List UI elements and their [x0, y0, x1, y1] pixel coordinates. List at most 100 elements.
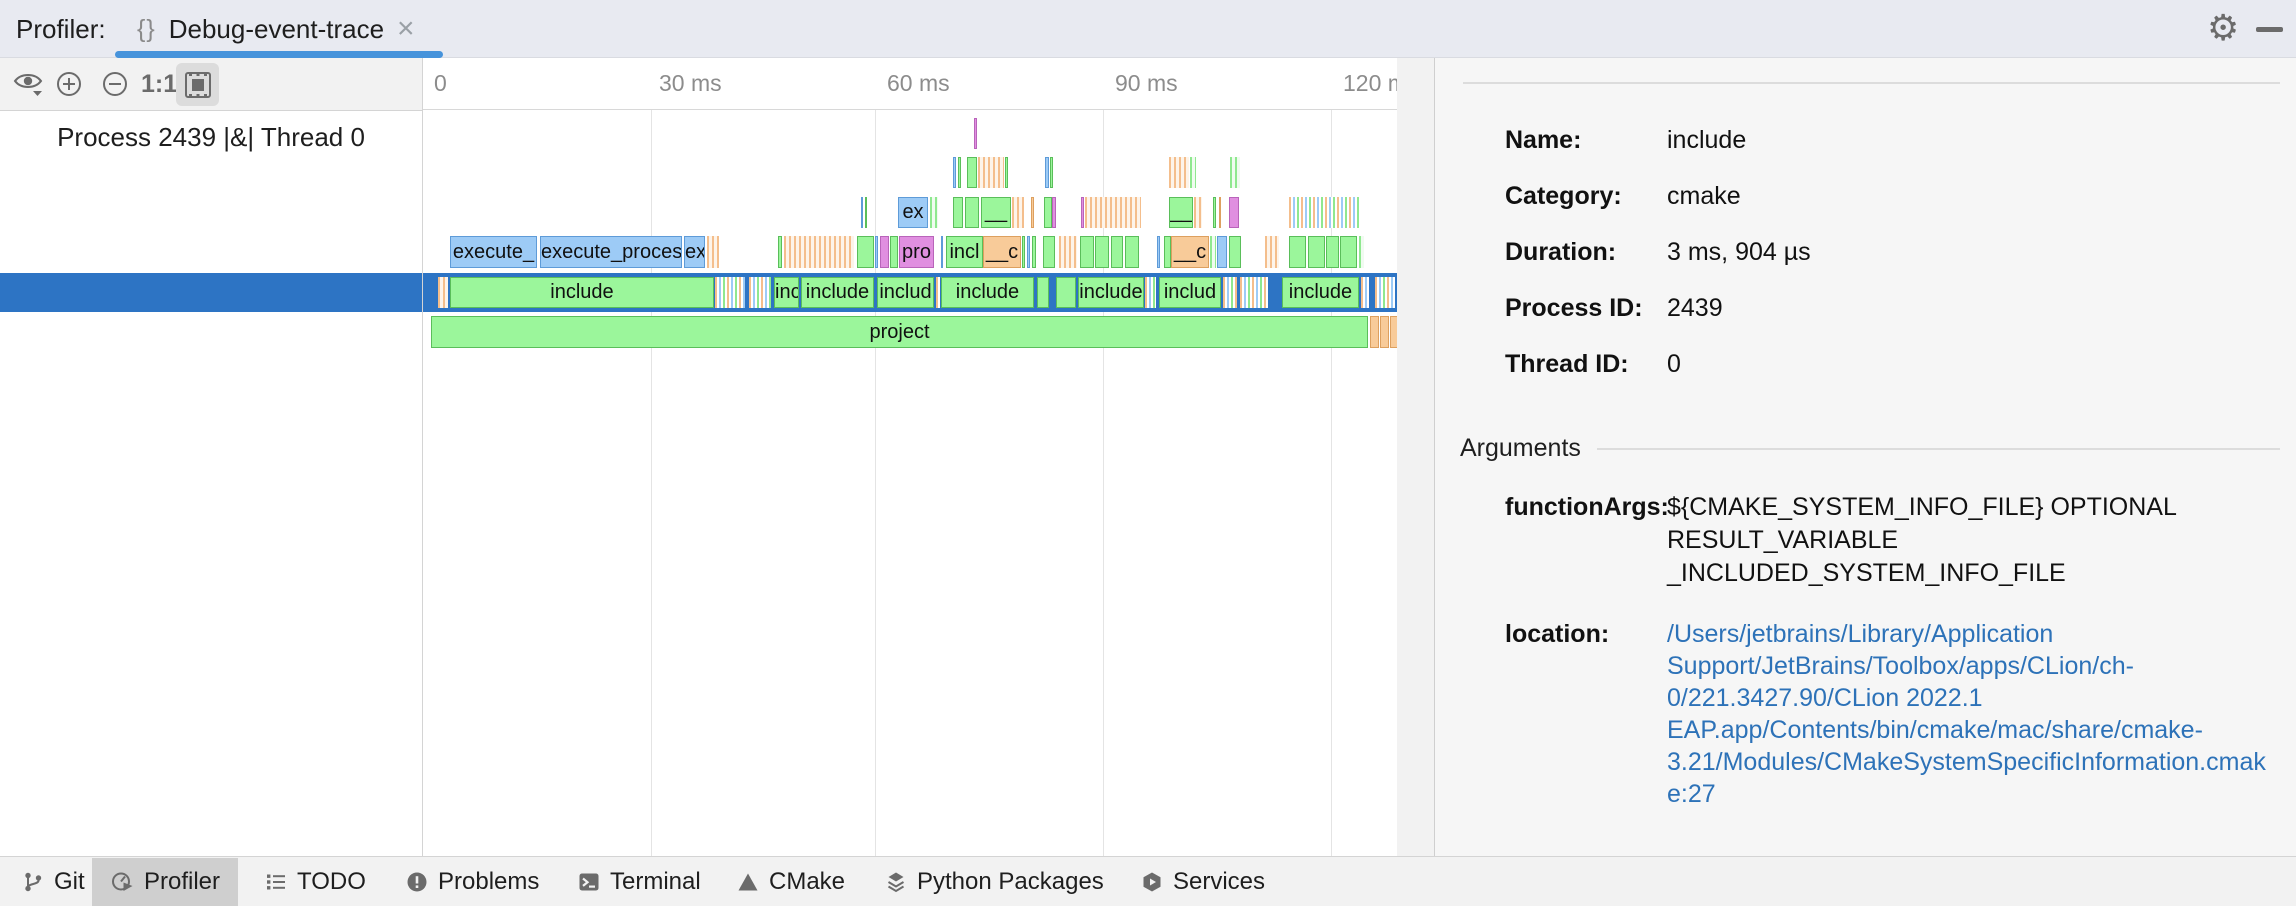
- flame-block-includ[interactable]: includ: [1159, 277, 1221, 308]
- toolwindow-button-profiler[interactable]: Profiler: [92, 858, 239, 906]
- flame-block[interactable]: [1230, 157, 1240, 188]
- flame-block-include[interactable]: include: [1282, 277, 1359, 308]
- flame-block[interactable]: [1289, 236, 1306, 268]
- toolwindow-button-services[interactable]: Services: [1135, 858, 1271, 906]
- flame-block[interactable]: [1169, 157, 1189, 188]
- minimize-icon[interactable]: [2256, 27, 2283, 32]
- toolwindow-button-terminal[interactable]: Terminal: [572, 858, 707, 906]
- zoom-reset-button[interactable]: 1:1: [141, 69, 178, 98]
- flame-block[interactable]: [1340, 236, 1357, 268]
- flame-block[interactable]: [1052, 197, 1056, 228]
- flame-block-pro[interactable]: pro: [899, 236, 934, 268]
- flame-block[interactable]: [1164, 236, 1171, 268]
- flame-block-include[interactable]: include: [801, 277, 874, 308]
- flame-block[interactable]: [930, 197, 938, 228]
- flame-block[interactable]: [1326, 236, 1339, 268]
- toolwindow-button-python-packages[interactable]: Python Packages: [879, 858, 1110, 906]
- flame-block[interactable]: [941, 236, 943, 268]
- flame-block[interactable]: [1012, 197, 1024, 228]
- flame-block[interactable]: [1027, 236, 1030, 268]
- flame-block[interactable]: [715, 277, 745, 308]
- flame-block[interactable]: [1217, 236, 1227, 268]
- flame-block[interactable]: [1265, 236, 1279, 268]
- flame-block[interactable]: [1240, 277, 1268, 308]
- gear-icon[interactable]: ⚙: [2207, 7, 2240, 48]
- flame-block[interactable]: [1308, 236, 1325, 268]
- flame-block-ex[interactable]: ex: [684, 236, 705, 268]
- flame-block[interactable]: [1229, 236, 1241, 268]
- zoom-out-icon[interactable]: [101, 58, 129, 110]
- flame-block[interactable]: [1213, 197, 1216, 228]
- selected-row-highlight[interactable]: [0, 273, 422, 312]
- flame-block[interactable]: [1210, 236, 1216, 268]
- flame-block[interactable]: [1125, 236, 1139, 268]
- flame-block[interactable]: [778, 236, 782, 268]
- flame-block[interactable]: [936, 277, 940, 308]
- flame-block-[interactable]: __: [1169, 197, 1193, 228]
- location-link[interactable]: /Users/jetbrains/Library/Application Sup…: [1667, 620, 2266, 808]
- flame-block[interactable]: [880, 236, 889, 268]
- frame-filter-button[interactable]: [176, 63, 219, 106]
- flame-block[interactable]: [1390, 316, 1397, 348]
- visibility-eye-icon[interactable]: [12, 58, 44, 110]
- flame-block-ex[interactable]: ex: [898, 197, 928, 228]
- flame-block-c[interactable]: __c: [983, 236, 1021, 268]
- close-icon[interactable]: ×: [397, 12, 415, 45]
- zoom-in-icon[interactable]: [55, 58, 83, 110]
- flame-block[interactable]: [1095, 236, 1109, 268]
- flame-block[interactable]: [974, 118, 977, 149]
- flame-block[interactable]: [1375, 277, 1395, 308]
- flame-block[interactable]: [1059, 236, 1077, 268]
- flame-block[interactable]: [1111, 236, 1123, 268]
- toolwindow-button-cmake[interactable]: CMake: [731, 858, 851, 906]
- flame-block-execute[interactable]: execute_: [450, 236, 537, 268]
- flame-block[interactable]: [784, 236, 854, 268]
- flame-block[interactable]: [890, 236, 898, 268]
- flame-block[interactable]: [1145, 277, 1156, 308]
- flame-block[interactable]: [875, 236, 878, 268]
- toolwindow-button-git[interactable]: Git: [16, 858, 91, 906]
- flame-block[interactable]: [1289, 197, 1361, 228]
- flame-block[interactable]: [1223, 277, 1237, 308]
- flame-block[interactable]: [953, 157, 956, 188]
- flame-block[interactable]: [967, 157, 977, 188]
- flame-block[interactable]: [1037, 277, 1049, 308]
- flame-block[interactable]: [1380, 316, 1389, 348]
- flame-block[interactable]: [1085, 197, 1141, 228]
- flame-block[interactable]: [1045, 157, 1049, 188]
- flame-block-include[interactable]: include: [450, 277, 714, 308]
- flame-block[interactable]: [958, 157, 961, 188]
- flame-block-inc[interactable]: inc: [774, 277, 799, 308]
- flame-block[interactable]: [978, 157, 1004, 188]
- flame-block-include[interactable]: include: [941, 277, 1034, 308]
- flame-block[interactable]: [953, 197, 963, 228]
- flame-block-c[interactable]: __c: [1171, 236, 1209, 268]
- flame-block[interactable]: [1005, 157, 1008, 188]
- flame-block[interactable]: [1056, 277, 1076, 308]
- flame-block[interactable]: [1229, 197, 1239, 228]
- flame-block[interactable]: [1157, 236, 1160, 268]
- flame-block[interactable]: [1043, 236, 1055, 268]
- flame-block[interactable]: [1081, 197, 1084, 228]
- flame-block[interactable]: [438, 277, 448, 308]
- flame-block[interactable]: [1359, 236, 1364, 268]
- flame-block-executeproces[interactable]: execute_proces: [540, 236, 682, 268]
- flame-block[interactable]: [1194, 197, 1202, 228]
- flame-block[interactable]: [1050, 157, 1053, 188]
- flame-block[interactable]: [965, 197, 979, 228]
- flame-block[interactable]: [749, 277, 771, 308]
- flame-block[interactable]: [865, 197, 867, 228]
- flame-block[interactable]: [1190, 157, 1196, 188]
- flame-block[interactable]: [861, 197, 863, 228]
- flame-block[interactable]: [1031, 197, 1034, 228]
- toolwindow-button-problems[interactable]: Problems: [400, 858, 545, 906]
- flame-block[interactable]: [707, 236, 719, 268]
- flame-block[interactable]: [1219, 197, 1221, 228]
- flame-block-[interactable]: __: [981, 197, 1011, 228]
- flame-block-include[interactable]: include: [1078, 277, 1144, 308]
- flame-block[interactable]: [1044, 197, 1052, 228]
- flame-block[interactable]: [1370, 316, 1379, 348]
- flame-block-incl[interactable]: incl: [946, 236, 983, 268]
- flame-block-includ[interactable]: includ: [877, 277, 934, 308]
